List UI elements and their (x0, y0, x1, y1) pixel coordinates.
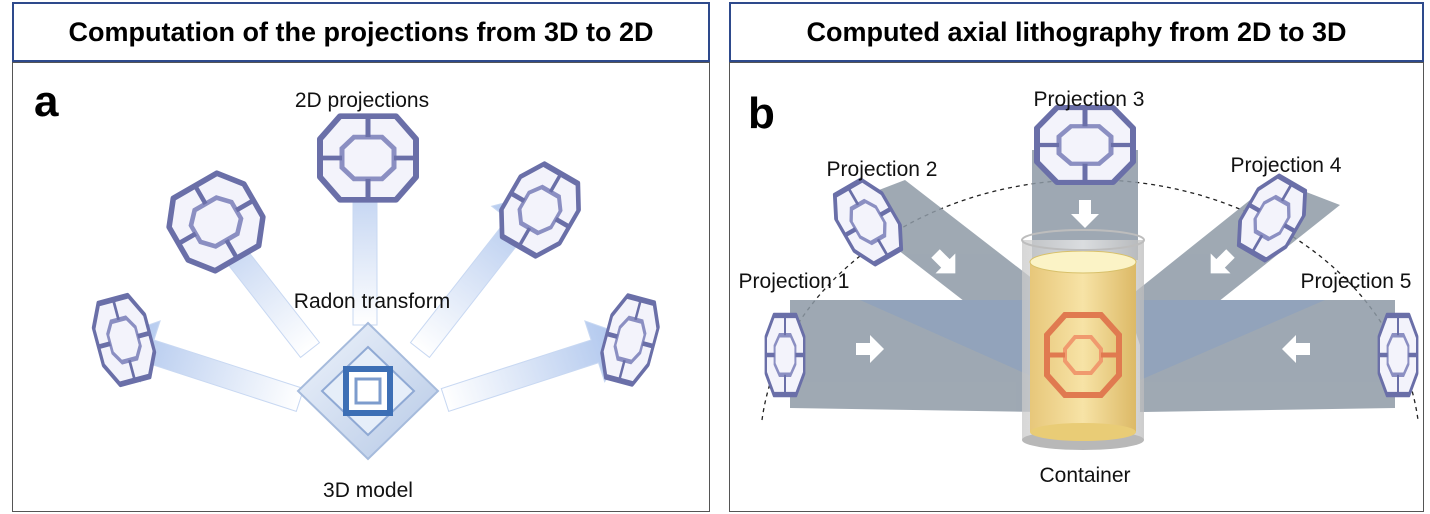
panel-b-letter: b (748, 89, 775, 138)
label-projection-2: Projection 2 (827, 158, 938, 181)
label-container: Container (1039, 464, 1130, 487)
container (1021, 229, 1145, 450)
label-projection-5: Projection 5 (1301, 270, 1412, 293)
label-projection-3: Projection 3 (1034, 88, 1145, 111)
printed-part (1044, 312, 1122, 398)
label-2d-projections: 2D projections (295, 89, 429, 112)
3d-model (296, 321, 440, 461)
panel-a-header: Computation of the projections from 3D t… (12, 2, 710, 62)
panel-a-letter: a (34, 77, 59, 126)
label-projection-1: Projection 1 (739, 270, 850, 293)
panel-b-header: Computed axial lithography from 2D to 3D (729, 2, 1424, 62)
label-3d-model: 3D model (323, 479, 413, 502)
label-projection-4: Projection 4 (1231, 154, 1342, 177)
label-radon-transform: Radon transform (294, 290, 450, 313)
